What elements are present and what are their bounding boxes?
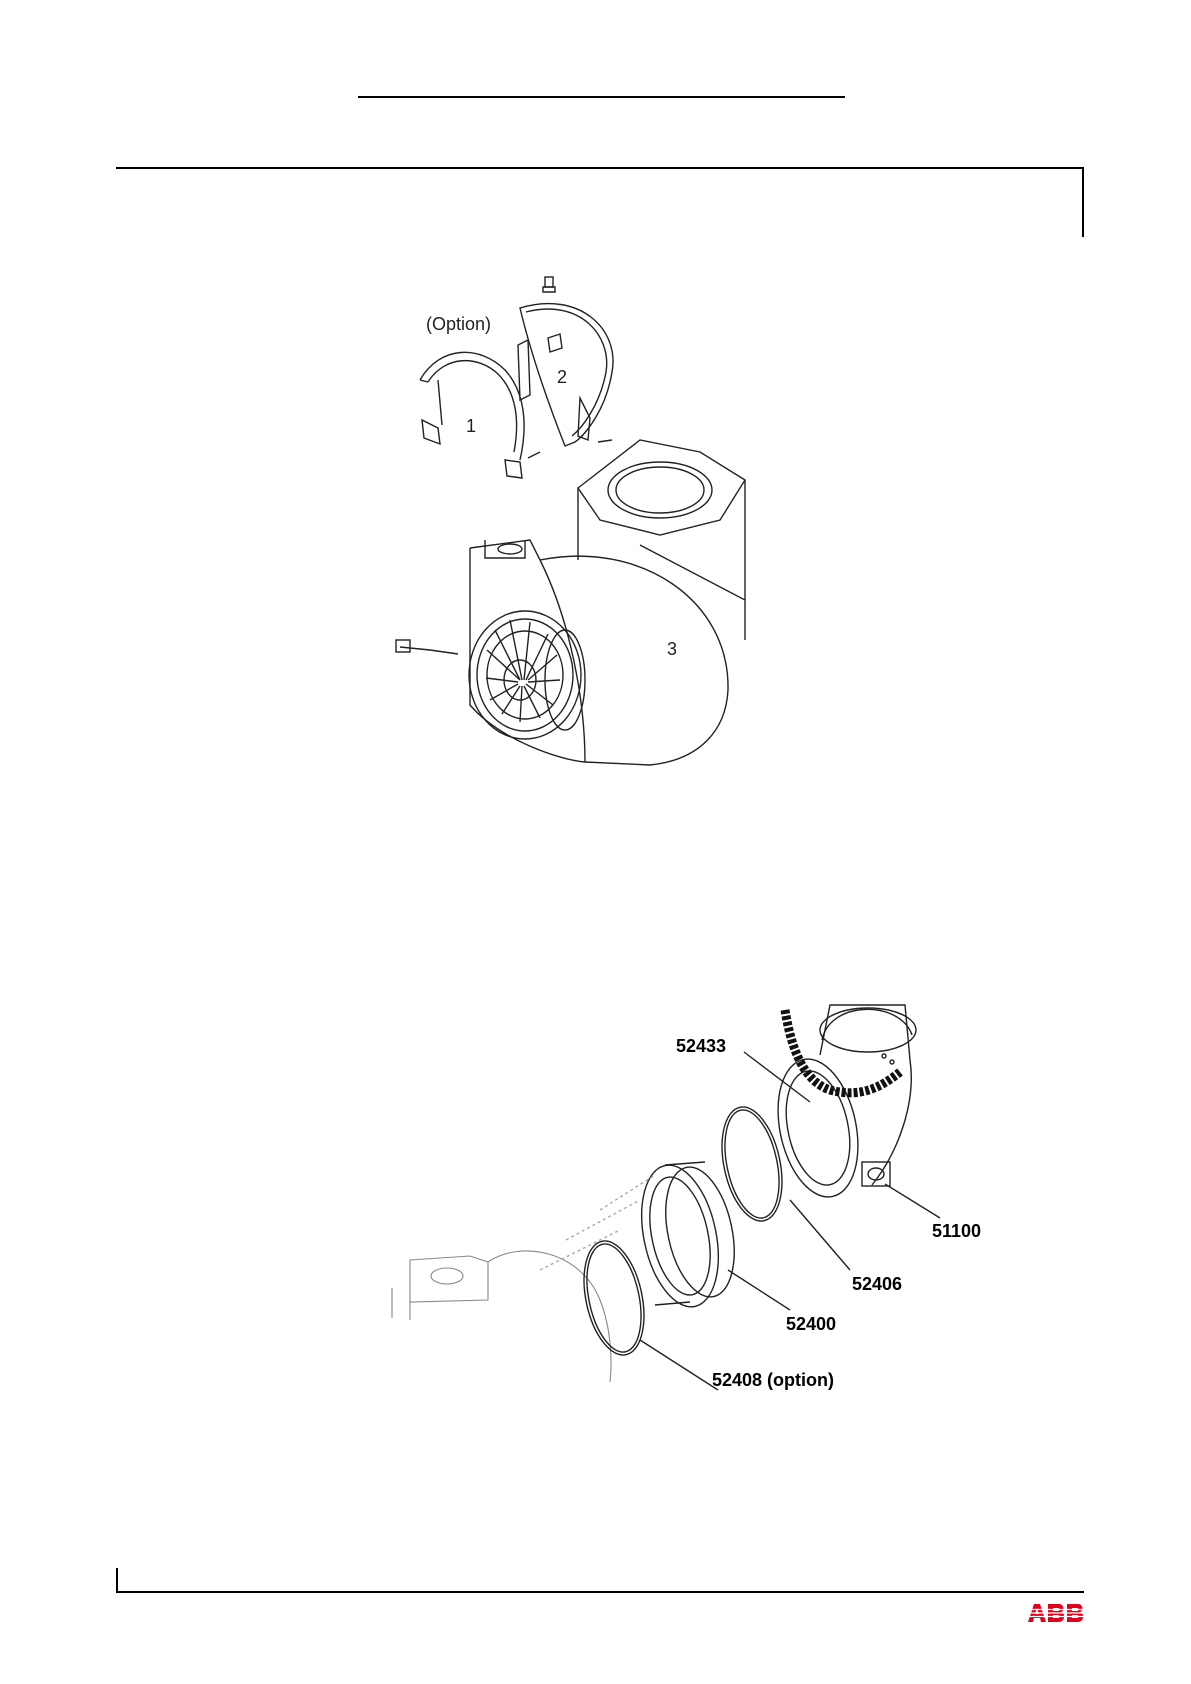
label-52406: 52406 — [852, 1274, 902, 1294]
casing-background — [392, 1251, 611, 1382]
label-51100: 51100 — [932, 1221, 981, 1241]
part-52400 — [540, 1158, 745, 1314]
label-52433: 52433 — [676, 1036, 726, 1056]
label-52400: 52400 — [786, 1314, 836, 1334]
ring-52406 — [713, 1101, 792, 1226]
abb-logo — [1028, 1602, 1086, 1624]
label-52408-option: 52408 (option) — [712, 1370, 834, 1390]
